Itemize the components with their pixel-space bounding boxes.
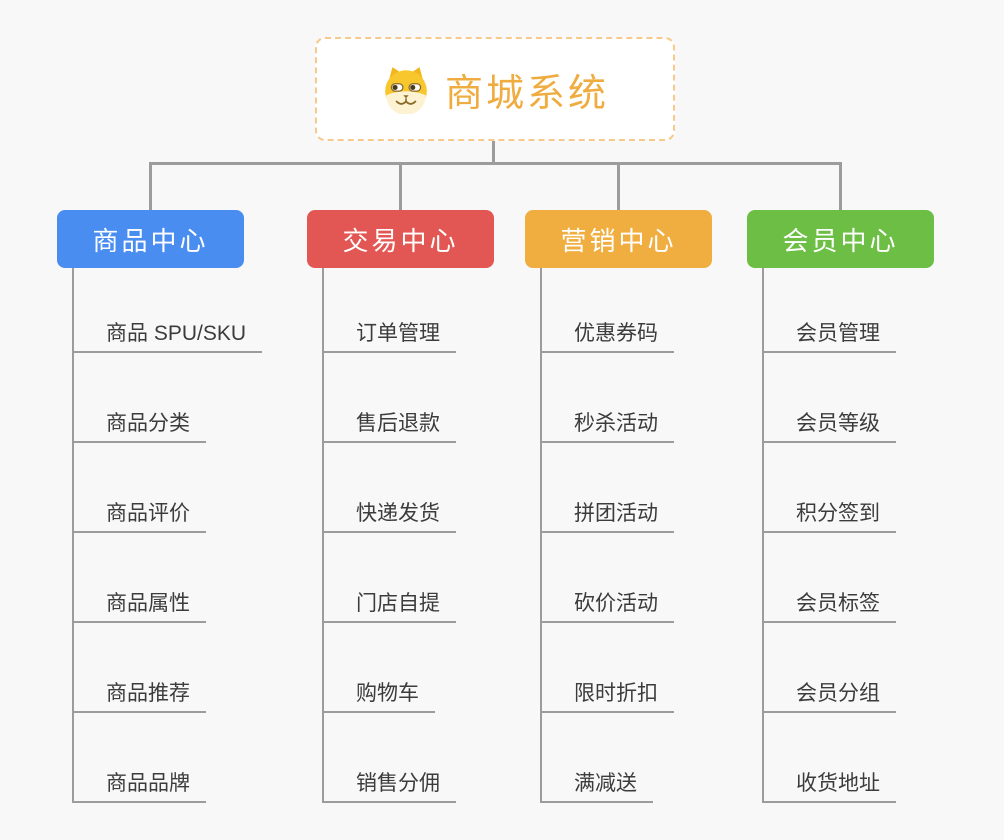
branch-leaf[interactable]: 优惠券码 bbox=[542, 268, 674, 353]
branch-leaf[interactable]: 会员管理 bbox=[764, 268, 896, 353]
connector-branch-drop bbox=[839, 162, 842, 210]
branch-items: 订单管理售后退款快递发货门店自提购物车销售分佣 bbox=[322, 268, 456, 803]
branch-leaf[interactable]: 会员分组 bbox=[764, 623, 896, 713]
branch-leaf[interactable]: 商品推荐 bbox=[74, 623, 206, 713]
root-node[interactable]: 商城系统 bbox=[315, 37, 675, 141]
branch-leaf[interactable]: 拼团活动 bbox=[542, 443, 674, 533]
branch-leaf[interactable]: 满减送 bbox=[542, 713, 653, 803]
connector-horizontal-bar bbox=[149, 162, 841, 165]
branch-leaf[interactable]: 收货地址 bbox=[764, 713, 896, 803]
connector-branch-drop bbox=[617, 162, 620, 210]
branch-leaf[interactable]: 快递发货 bbox=[324, 443, 456, 533]
branch-leaf[interactable]: 商品属性 bbox=[74, 533, 206, 623]
branch-leaf[interactable]: 积分签到 bbox=[764, 443, 896, 533]
branch-leaf[interactable]: 订单管理 bbox=[324, 268, 456, 353]
branch-header[interactable]: 会员中心 bbox=[747, 210, 934, 268]
branch-header[interactable]: 营销中心 bbox=[525, 210, 712, 268]
connector-branch-drop bbox=[399, 162, 402, 210]
branch-leaf[interactable]: 购物车 bbox=[324, 623, 435, 713]
branch-leaf[interactable]: 限时折扣 bbox=[542, 623, 674, 713]
root-title: 商城系统 bbox=[444, 72, 609, 115]
branch-leaf[interactable]: 售后退款 bbox=[324, 353, 456, 443]
branch-header[interactable]: 交易中心 bbox=[307, 210, 494, 268]
branch-leaf[interactable]: 会员标签 bbox=[764, 533, 896, 623]
branch-items: 会员管理会员等级积分签到会员标签会员分组收货地址 bbox=[762, 268, 896, 803]
branch-leaf[interactable]: 商品 SPU/SKU bbox=[74, 268, 263, 353]
branch-header[interactable]: 商品中心 bbox=[57, 210, 244, 268]
branch-leaf[interactable]: 秒杀活动 bbox=[542, 353, 674, 443]
branch-items: 优惠券码秒杀活动拼团活动砍价活动限时折扣满减送 bbox=[540, 268, 674, 803]
branch-leaf[interactable]: 会员等级 bbox=[764, 353, 896, 443]
branch-leaf[interactable]: 砍价活动 bbox=[542, 533, 674, 623]
dog-face-icon bbox=[381, 64, 431, 114]
branch-leaf[interactable]: 商品品牌 bbox=[74, 713, 206, 803]
connector-branch-drop bbox=[149, 162, 152, 210]
branch-leaf[interactable]: 商品分类 bbox=[74, 353, 206, 443]
branch-leaf[interactable]: 销售分佣 bbox=[324, 713, 456, 803]
connector-root-stub bbox=[492, 141, 495, 163]
branch-leaf[interactable]: 商品评价 bbox=[74, 443, 206, 533]
branch-leaf[interactable]: 门店自提 bbox=[324, 533, 456, 623]
